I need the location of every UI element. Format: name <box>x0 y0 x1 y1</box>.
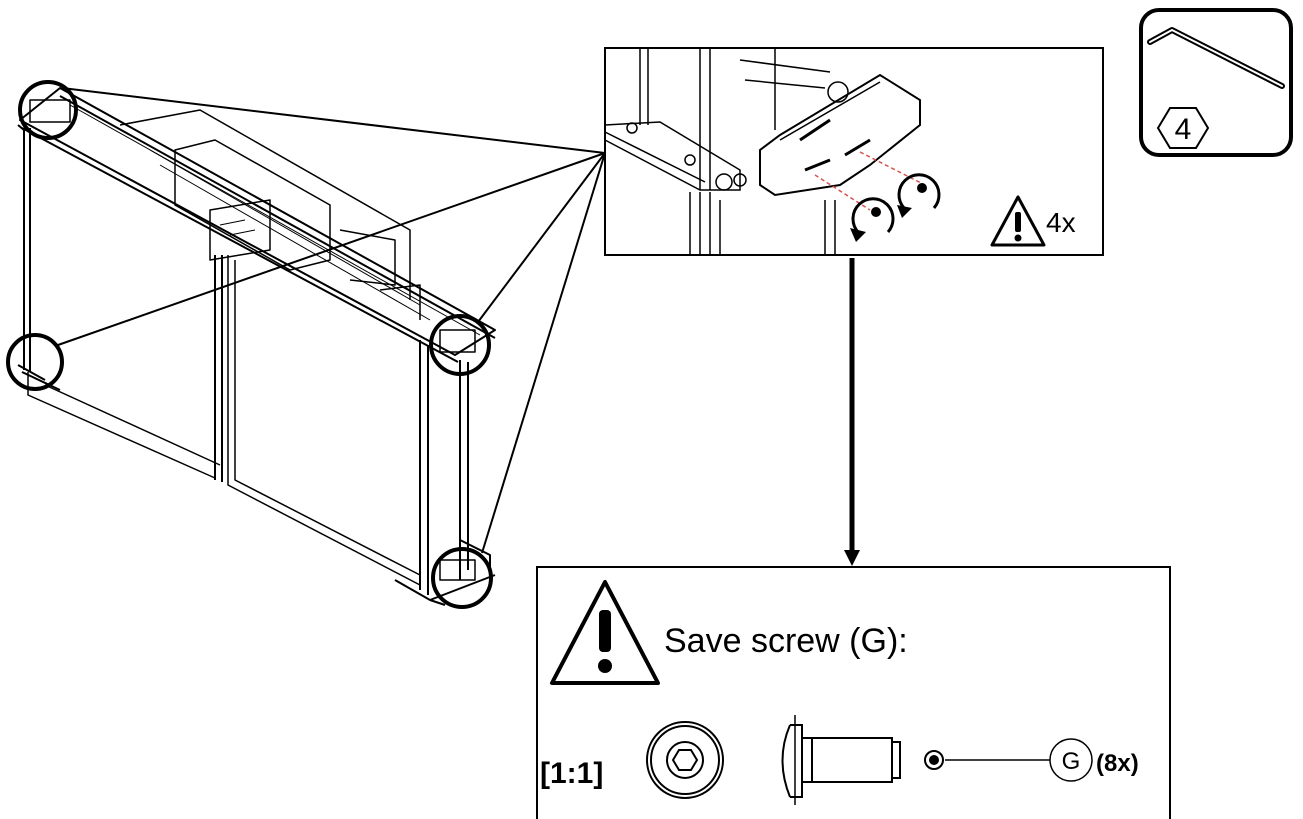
highlight-mid-right <box>429 314 491 376</box>
hex-size-badge: 4 <box>1156 107 1210 149</box>
tool-badge: 4 <box>1139 8 1293 157</box>
part-reference: G (8x) <box>924 738 1139 782</box>
hex-key-icon <box>1147 27 1285 89</box>
callout-heading: Save screw (G): <box>664 622 908 660</box>
scale-label: [1:1] <box>540 757 603 790</box>
detail-count: 4x <box>1046 207 1076 238</box>
detail-view: 4x <box>604 47 1104 256</box>
part-count: (8x) <box>1096 750 1139 777</box>
part-letter: G <box>1062 748 1081 775</box>
leader-lines <box>57 87 606 554</box>
highlight-circles <box>6 80 493 609</box>
save-screw-callout: Save screw (G): [1:1] G (8x) <box>536 566 1171 819</box>
frame-drawing <box>17 87 496 606</box>
highlight-bottom-right <box>431 547 493 609</box>
highlight-mid-left <box>6 333 64 391</box>
warning-icon <box>990 195 1046 247</box>
screw-head-front-view <box>646 721 724 799</box>
highlight-top-left <box>18 80 78 140</box>
flow-arrow <box>844 258 860 566</box>
hex-size-label: 4 <box>1175 113 1192 146</box>
screw-side-view <box>781 715 901 805</box>
warning-icon <box>550 580 660 685</box>
